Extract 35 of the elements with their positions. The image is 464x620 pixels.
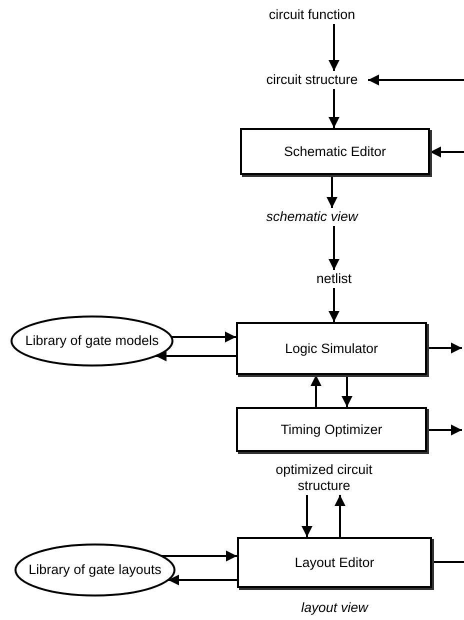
process-label: Layout Editor [294,554,376,570]
library-label: Library of gate models [24,333,160,349]
arrow [427,342,462,354]
arrow [171,332,236,342]
arrow [328,89,340,128]
library-label: Library of gate layouts [28,562,162,578]
library-ellipse [10,315,174,367]
arrow [168,574,237,586]
stage-label: schematic view [260,208,364,226]
stage-label: circuit function [262,6,362,24]
process-box [236,407,427,452]
process-label: Schematic Editor [282,144,388,160]
arrow [161,550,237,562]
arrow [334,495,346,537]
arrow [328,24,340,71]
arrow [342,375,352,407]
arrow [302,495,312,537]
arrow [310,375,322,407]
stage-label: netlist [310,270,358,288]
process-box [236,322,427,375]
arrow [156,350,236,362]
arrow [328,226,340,270]
arrow [427,424,462,436]
connector-line [432,561,464,563]
library-ellipse [14,543,176,597]
arrow [368,74,464,86]
arrow [326,175,338,208]
view-label: layout view [300,600,370,616]
process-label: Logic Simulator [284,340,380,356]
process-label: Timing Optimizer [280,422,384,438]
stage-label: optimized circuit structure [256,461,392,495]
stage-label: circuit structure [256,71,368,89]
process-box [240,128,430,175]
arrow [328,288,340,322]
arrow [430,146,464,158]
